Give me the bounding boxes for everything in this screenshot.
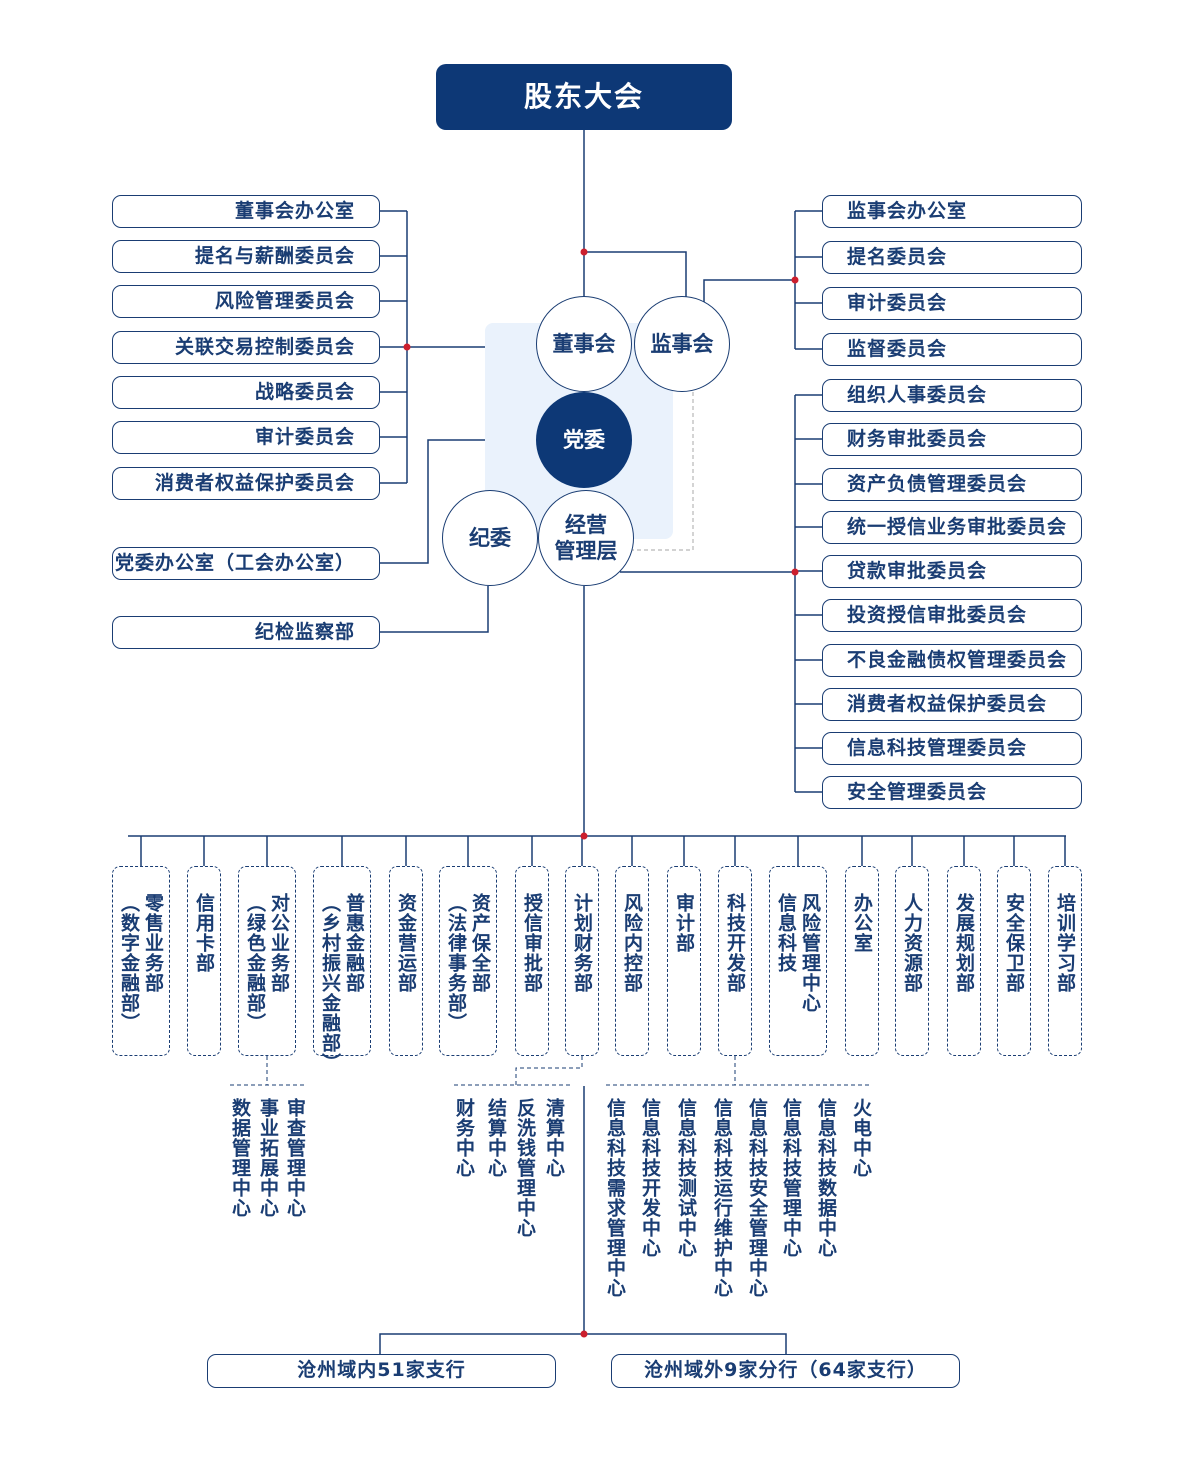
management-committee[interactable]: 投资授信审批委员会 [822, 599, 1082, 632]
department-label: 风险内控部 [621, 893, 643, 993]
department-sublabel: （乡村振兴金融部） [319, 893, 341, 1073]
department-box[interactable]: 普惠金融部 （乡村振兴金融部） [313, 866, 371, 1073]
finance-center: 反洗钱管理中心 [514, 1098, 536, 1238]
discipline-inspection-dept[interactable]: 纪检监察部 [112, 616, 380, 649]
board-committee[interactable]: 提名与薪酬委员会 [112, 240, 380, 273]
department-box[interactable]: 风险内控部 [615, 866, 649, 1056]
board-committee[interactable]: 战略委员会 [112, 376, 380, 409]
corporate-center: 数据管理中心 [229, 1098, 251, 1218]
tech-center: 信息科技管理中心 [780, 1098, 802, 1258]
shareholders-meeting[interactable]: 股东大会 [436, 64, 732, 130]
department-box[interactable]: 授信审批部 [515, 866, 549, 1056]
department-box[interactable]: 对公业务部 （绿色金融部） [238, 866, 296, 1056]
senior-management[interactable]: 经营 管理层 [538, 490, 634, 586]
management-committee[interactable]: 统一授信业务审批委员会 [822, 511, 1082, 544]
corporate-center: 审查管理中心 [284, 1098, 306, 1218]
department-sublabel: （法律事务部） [445, 893, 467, 1033]
department-label: 授信审批部 [521, 893, 543, 993]
department-label: 科技开发部 [724, 893, 746, 993]
department-box[interactable]: 审计部 [667, 866, 701, 1056]
department-label: 普惠金融部 [343, 893, 365, 993]
department-box[interactable]: 资产保全部 （法律事务部） [439, 866, 497, 1056]
corporate-center: 事业拓展中心 [257, 1098, 279, 1218]
department-sublabel: （数字金融部） [118, 893, 140, 1033]
tech-center: 信息科技运行维护中心 [711, 1098, 733, 1298]
department-label: 信息科技 [775, 893, 797, 973]
department-label: 资产保全部 [469, 893, 491, 993]
party-committee[interactable]: 党委 [536, 392, 632, 488]
board-of-directors[interactable]: 董事会 [536, 296, 632, 392]
supervisor-committee[interactable]: 提名委员会 [822, 241, 1082, 274]
supervisor-committee[interactable]: 审计委员会 [822, 287, 1082, 320]
management-committee[interactable]: 组织人事委员会 [822, 379, 1082, 412]
board-committee[interactable]: 董事会办公室 [112, 195, 380, 228]
department-label: 风险管理中心 [799, 893, 821, 1013]
department-box[interactable]: 信用卡部 [187, 866, 221, 1056]
management-committee[interactable]: 贷款审批委员会 [822, 555, 1082, 588]
department-box[interactable]: 资金营运部 [389, 866, 423, 1056]
department-label: 安全保卫部 [1003, 893, 1025, 993]
department-box[interactable]: 安全保卫部 [997, 866, 1031, 1056]
department-box[interactable]: 办公室 [845, 866, 879, 1056]
management-committee[interactable]: 财务审批委员会 [822, 423, 1082, 456]
department-label: 办公室 [851, 893, 873, 953]
department-box[interactable]: 人力资源部 [895, 866, 929, 1056]
department-label: 资金营运部 [395, 893, 417, 993]
department-label: 计划财务部 [571, 893, 593, 993]
department-label: 审计部 [673, 893, 695, 953]
tech-center: 信息科技开发中心 [639, 1098, 661, 1258]
department-box[interactable]: 发展规划部 [947, 866, 981, 1056]
department-label: 零售业务部 [142, 893, 164, 993]
department-label: 信用卡部 [193, 893, 215, 973]
department-sublabel: （绿色金融部） [244, 893, 266, 1033]
branch-box-outside[interactable]: 沧州域外9家分行（64家支行） [611, 1354, 960, 1388]
tech-center: 信息科技数据中心 [815, 1098, 837, 1258]
department-label: 对公业务部 [268, 893, 290, 993]
discipline-committee[interactable]: 纪委 [442, 490, 538, 586]
tech-center: 信息科技需求管理中心 [604, 1098, 626, 1298]
department-box[interactable]: 培训学习部 [1048, 866, 1082, 1056]
department-label: 人力资源部 [901, 893, 923, 993]
department-box[interactable]: 零售业务部 （数字金融部） [112, 866, 170, 1056]
board-committee[interactable]: 审计委员会 [112, 421, 380, 454]
department-label: 发展规划部 [953, 893, 975, 993]
department-box[interactable]: 计划财务部 [565, 866, 599, 1056]
tech-center: 信息科技安全管理中心 [746, 1098, 768, 1298]
finance-center: 财务中心 [453, 1098, 475, 1178]
supervisor-committee[interactable]: 监督委员会 [822, 333, 1082, 366]
department-label: 培训学习部 [1054, 893, 1076, 993]
party-office[interactable]: 党委办公室（工会办公室） [112, 547, 380, 580]
board-committee[interactable]: 消费者权益保护委员会 [112, 467, 380, 500]
supervisor-committee[interactable]: 监事会办公室 [822, 195, 1082, 228]
department-box[interactable]: 科技开发部 [718, 866, 752, 1056]
finance-center: 清算中心 [543, 1098, 565, 1178]
management-committee[interactable]: 信息科技管理委员会 [822, 732, 1082, 765]
tech-center: 信息科技测试中心 [675, 1098, 697, 1258]
branch-box-local[interactable]: 沧州域内51家支行 [207, 1354, 556, 1388]
management-committee[interactable]: 安全管理委员会 [822, 776, 1082, 809]
management-committee[interactable]: 消费者权益保护委员会 [822, 688, 1082, 721]
management-committee[interactable]: 资产负债管理委员会 [822, 468, 1082, 501]
board-committee[interactable]: 关联交易控制委员会 [112, 331, 380, 364]
tech-center: 火电中心 [850, 1098, 872, 1178]
board-committee[interactable]: 风险管理委员会 [112, 285, 380, 318]
department-box[interactable]: 风险管理中心 信息科技 [769, 866, 827, 1056]
management-committee[interactable]: 不良金融债权管理委员会 [822, 644, 1082, 677]
board-of-supervisors[interactable]: 监事会 [634, 296, 730, 392]
finance-center: 结算中心 [485, 1098, 507, 1178]
